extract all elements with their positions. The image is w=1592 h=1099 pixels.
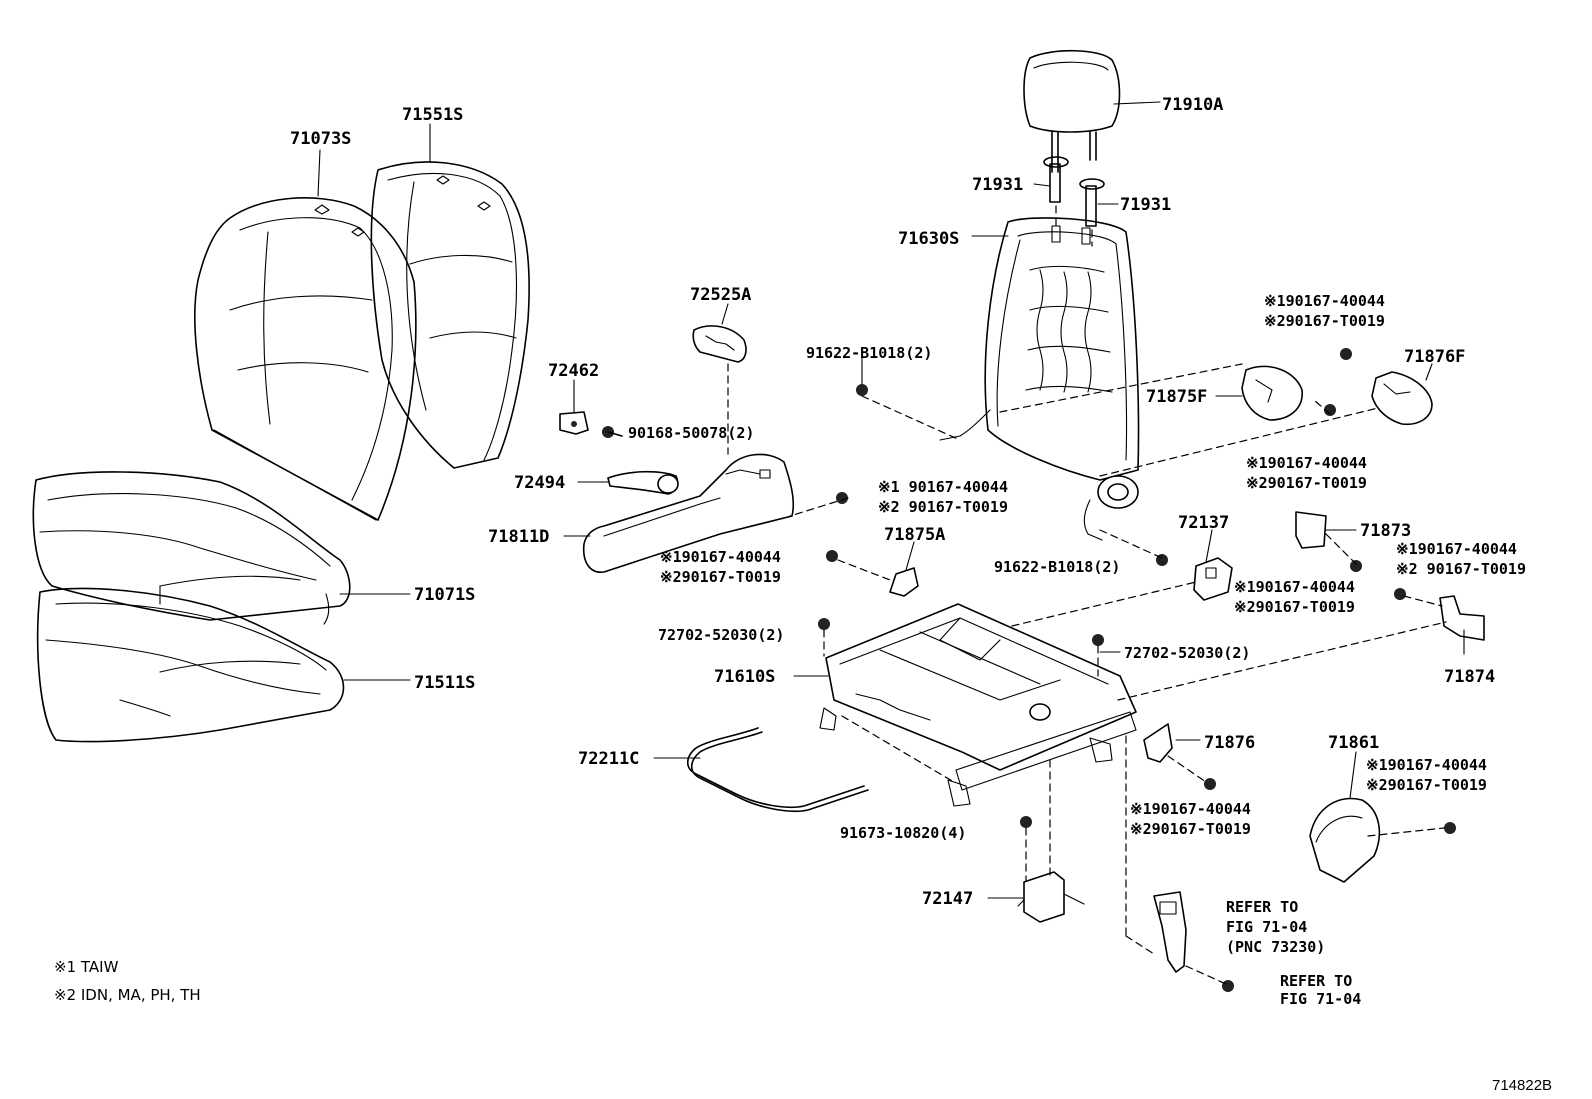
ref-2-line1: REFER TO bbox=[1280, 972, 1352, 990]
seat-cushion-pad-71511S bbox=[36, 587, 345, 743]
part-labels: 71073S 71551S 71910A 71931 71931 71630S … bbox=[290, 95, 1495, 909]
label-72494: 72494 bbox=[514, 473, 565, 493]
label-71876F: 71876F bbox=[1404, 347, 1465, 367]
label-71511S: 71511S bbox=[414, 673, 475, 693]
note-5a: ※190167-40044 bbox=[1234, 578, 1355, 596]
note-4a: ※190167-40044 bbox=[660, 548, 781, 566]
bracket-71876 bbox=[1143, 723, 1173, 763]
note-1b: ※290167-T0019 bbox=[1264, 312, 1385, 330]
label-71073S: 71073S bbox=[290, 129, 351, 149]
note-6a: ※190167-40044 bbox=[1396, 540, 1517, 558]
seat-cushion-cover-71071S bbox=[32, 471, 351, 625]
knob-72462 bbox=[559, 411, 589, 435]
seatback-pad-71551S bbox=[370, 161, 530, 469]
label-72137: 72137 bbox=[1178, 513, 1229, 533]
note-8a: ※190167-40044 bbox=[1366, 756, 1487, 774]
note-3a: ※1 90167-40044 bbox=[878, 478, 1008, 496]
label-72525A: 72525A bbox=[690, 285, 751, 305]
label-71811D: 71811D bbox=[488, 527, 549, 547]
label-71876: 71876 bbox=[1204, 733, 1255, 753]
note-2b: ※290167-T0019 bbox=[1246, 474, 1367, 492]
cover-71861 bbox=[1309, 797, 1381, 883]
label-71071S: 71071S bbox=[414, 585, 475, 605]
label-71861: 71861 bbox=[1328, 733, 1379, 753]
recliner-cover-71876F bbox=[1371, 371, 1433, 426]
label-71931-b: 71931 bbox=[1120, 195, 1171, 215]
fasteners bbox=[818, 348, 1456, 992]
label-71874: 71874 bbox=[1444, 667, 1495, 687]
note-6b: ※2 90167-T0019 bbox=[1396, 560, 1526, 578]
label-72211C: 72211C bbox=[578, 749, 639, 769]
label-91622-a: 91622-B1018(2) bbox=[806, 344, 932, 362]
seat-adjuster-71610S bbox=[819, 603, 1137, 807]
label-71910A: 71910A bbox=[1162, 95, 1223, 115]
bracket-72137 bbox=[1193, 557, 1233, 601]
note-1a: ※190167-40044 bbox=[1264, 292, 1385, 310]
seatback-cover-71073S bbox=[194, 197, 417, 521]
bracket-71875A bbox=[889, 567, 919, 597]
seatback-frame-71630S bbox=[939, 217, 1140, 541]
belt-buckle bbox=[1153, 891, 1187, 973]
note-4b: ※290167-T0019 bbox=[660, 568, 781, 586]
label-71873: 71873 bbox=[1360, 521, 1411, 541]
label-71931-a: 71931 bbox=[972, 175, 1023, 195]
assembly-lines bbox=[727, 205, 1447, 985]
label-71630S: 71630S bbox=[898, 229, 959, 249]
ref-1-line3: (PNC 73230) bbox=[1226, 938, 1325, 956]
label-71875A: 71875A bbox=[884, 525, 945, 545]
headrest-71910A bbox=[1023, 49, 1121, 173]
bracket-71873 bbox=[1295, 511, 1327, 549]
label-91622-b: 91622-B1018(2) bbox=[994, 558, 1120, 576]
bar-72211C bbox=[686, 727, 869, 813]
label-72147: 72147 bbox=[922, 889, 973, 909]
bracket-72147 bbox=[1017, 871, 1085, 923]
label-90168: 90168-50078(2) bbox=[628, 424, 754, 442]
label-71610S: 71610S bbox=[714, 667, 775, 687]
bracket-71874 bbox=[1439, 595, 1485, 641]
ref-2-line2: FIG 71-04 bbox=[1280, 990, 1361, 1008]
label-71551S: 71551S bbox=[402, 105, 463, 125]
recliner-cover-71875F bbox=[1241, 365, 1303, 421]
headrest-guide-71931-a bbox=[1043, 156, 1069, 203]
figure-references: REFER TO FIG 71-04 (PNC 73230) REFER TO … bbox=[1226, 898, 1361, 1008]
note-5b: ※290167-T0019 bbox=[1234, 598, 1355, 616]
diagram-code: 714822B bbox=[1492, 1077, 1552, 1094]
headrest-guide-71931-b bbox=[1079, 178, 1105, 227]
label-91673: 91673-10820(4) bbox=[840, 824, 966, 842]
note-2a: ※190167-40044 bbox=[1246, 454, 1367, 472]
bolt-90168 bbox=[602, 426, 623, 438]
ref-1-line2: FIG 71-04 bbox=[1226, 918, 1307, 936]
legend-note-1: ※1 TAIW bbox=[54, 958, 119, 976]
legend: ※1 TAIW ※2 IDN, MA, PH, TH bbox=[54, 958, 201, 1004]
label-72702-a: 72702-52030(2) bbox=[658, 626, 784, 644]
note-7b: ※290167-T0019 bbox=[1130, 820, 1251, 838]
legend-note-2: ※2 IDN, MA, PH, TH bbox=[54, 986, 201, 1004]
lever-72494 bbox=[607, 470, 679, 495]
label-72702-b: 72702-52030(2) bbox=[1124, 644, 1250, 662]
label-72462: 72462 bbox=[548, 361, 599, 381]
knob-72525A bbox=[692, 325, 747, 363]
variant-notes: ※190167-40044 ※290167-T0019 ※190167-4004… bbox=[660, 292, 1526, 838]
label-71875F: 71875F bbox=[1146, 387, 1207, 407]
ref-1-line1: REFER TO bbox=[1226, 898, 1298, 916]
note-8b: ※290167-T0019 bbox=[1366, 776, 1487, 794]
shield-71811D bbox=[582, 453, 795, 573]
leader-lines bbox=[317, 101, 1465, 899]
note-7a: ※190167-40044 bbox=[1130, 800, 1251, 818]
note-3b: ※2 90167-T0019 bbox=[878, 498, 1008, 516]
